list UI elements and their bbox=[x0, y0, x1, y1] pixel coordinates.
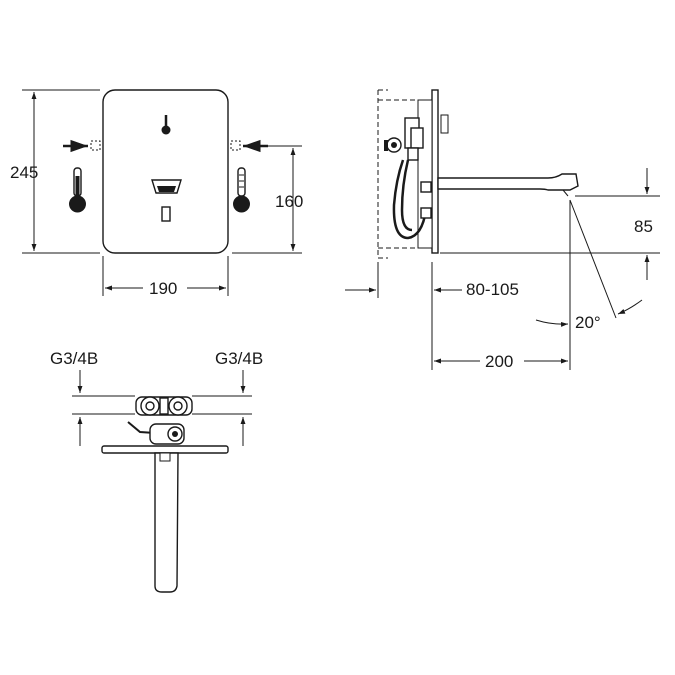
inlet-spacing-label: 160 bbox=[275, 192, 303, 211]
left-connection-label: G3/4B bbox=[50, 349, 98, 368]
top-valve-cluster bbox=[127, 396, 193, 445]
wall-depth-label: 80-105 bbox=[466, 280, 519, 299]
spout-length-dimension: 200 bbox=[434, 352, 568, 371]
wall-depth-dimension: 80-105 bbox=[345, 262, 519, 370]
right-inlet-marker bbox=[230, 140, 241, 151]
hot-water-thermometer-icon bbox=[69, 167, 86, 213]
top-spout bbox=[154, 452, 179, 593]
flush-box bbox=[431, 89, 439, 254]
spout bbox=[437, 173, 579, 191]
sensor-window bbox=[151, 179, 182, 222]
right-connection-label: G3/4B bbox=[215, 349, 263, 368]
spout-length-label: 200 bbox=[485, 352, 513, 371]
left-inlet-marker bbox=[90, 140, 101, 151]
temperature-lever bbox=[161, 115, 171, 135]
height-label: 245 bbox=[10, 163, 38, 182]
width-dimension: 190 bbox=[102, 256, 229, 298]
spout-height-dimension: 85 bbox=[440, 168, 660, 280]
height-dimension: 245 bbox=[10, 89, 100, 254]
valve-block bbox=[384, 117, 432, 240]
cold-water-thermometer-icon bbox=[233, 167, 250, 213]
spout-height-label: 85 bbox=[634, 217, 653, 236]
cover-plate bbox=[102, 89, 229, 254]
spray-angle-dimension: 20° bbox=[535, 199, 643, 370]
side-view: 85 80-105 20° 200 bbox=[345, 89, 660, 371]
top-cover-plate bbox=[101, 445, 229, 454]
spray-angle-label: 20° bbox=[575, 313, 601, 332]
inlet-spacing-dimension: 160 bbox=[232, 145, 303, 254]
width-label: 190 bbox=[149, 279, 177, 298]
top-view: G3/4B G3/4B bbox=[50, 349, 263, 593]
wall-line bbox=[377, 89, 425, 259]
front-view: 245 160 190 bbox=[10, 89, 303, 298]
